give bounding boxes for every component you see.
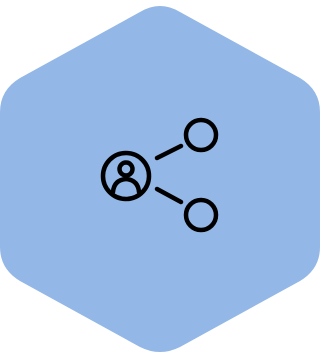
hexagon-shape xyxy=(0,6,320,352)
node-upper-icon xyxy=(183,117,219,153)
node-lower-icon xyxy=(183,197,219,233)
user-share-icon xyxy=(100,117,219,233)
user-body-icon xyxy=(110,176,142,195)
user-head-icon xyxy=(117,160,135,178)
connector-upper-icon xyxy=(154,143,184,161)
connector-lower-icon xyxy=(154,186,184,205)
user-avatar-ring-icon xyxy=(100,150,152,202)
